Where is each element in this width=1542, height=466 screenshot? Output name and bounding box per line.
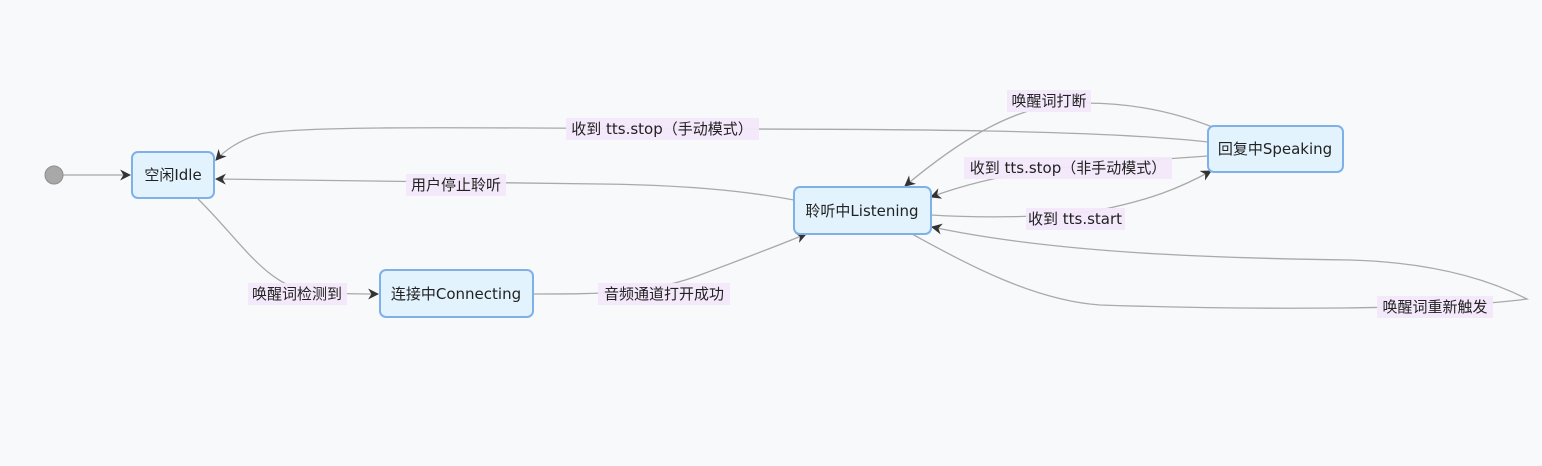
svg-text:收到 tts.stop（非手动模式）: 收到 tts.stop（非手动模式） <box>970 159 1167 177</box>
state-connecting-label: 连接中Connecting <box>391 285 521 303</box>
initial-state-dot <box>44 165 64 185</box>
edge-listening-to-idle <box>214 173 795 201</box>
state-idle[interactable]: 空闲Idle <box>131 151 215 199</box>
label-tts-stop-manual: 收到 tts.stop（手动模式） <box>566 118 759 140</box>
label-wake-retrigger: 唤醒词重新触发 <box>1377 296 1493 318</box>
label-wake-interrupt: 唤醒词打断 <box>1007 90 1091 112</box>
svg-text:唤醒词打断: 唤醒词打断 <box>1011 92 1086 110</box>
svg-text:唤醒词检测到: 唤醒词检测到 <box>252 285 342 303</box>
label-audio-open: 音频通道打开成功 <box>598 283 730 305</box>
state-listening-label: 聆听中Listening <box>805 202 918 220</box>
edge-wake-retrigger <box>911 223 1530 309</box>
svg-text:唤醒词重新触发: 唤醒词重新触发 <box>1382 298 1487 316</box>
label-user-stop: 用户停止聆听 <box>406 174 506 196</box>
svg-text:收到 tts.start: 收到 tts.start <box>1028 210 1122 228</box>
state-speaking-label: 回复中Speaking <box>1218 140 1332 158</box>
edge-connecting-to-listening <box>532 232 808 295</box>
svg-text:音频通道打开成功: 音频通道打开成功 <box>604 285 724 303</box>
state-speaking[interactable]: 回复中Speaking <box>1207 125 1344 173</box>
label-wake-detected: 唤醒词检测到 <box>248 283 347 305</box>
state-listening[interactable]: 聆听中Listening <box>793 186 932 235</box>
state-connecting[interactable]: 连接中Connecting <box>379 269 534 318</box>
edge-idle-to-connecting <box>197 198 380 300</box>
svg-text:收到 tts.stop（手动模式）: 收到 tts.stop（手动模式） <box>571 120 753 138</box>
state-idle-label: 空闲Idle <box>144 166 201 184</box>
label-tts-start: 收到 tts.start <box>1026 208 1125 230</box>
svg-text:用户停止聆听: 用户停止聆听 <box>411 176 501 194</box>
edge-labels: 唤醒词检测到 音频通道打开成功 用户停止聆听 收到 tts.stop（手动模式）… <box>248 90 1493 318</box>
label-tts-stop-non-manual: 收到 tts.stop（非手动模式） <box>964 157 1172 179</box>
